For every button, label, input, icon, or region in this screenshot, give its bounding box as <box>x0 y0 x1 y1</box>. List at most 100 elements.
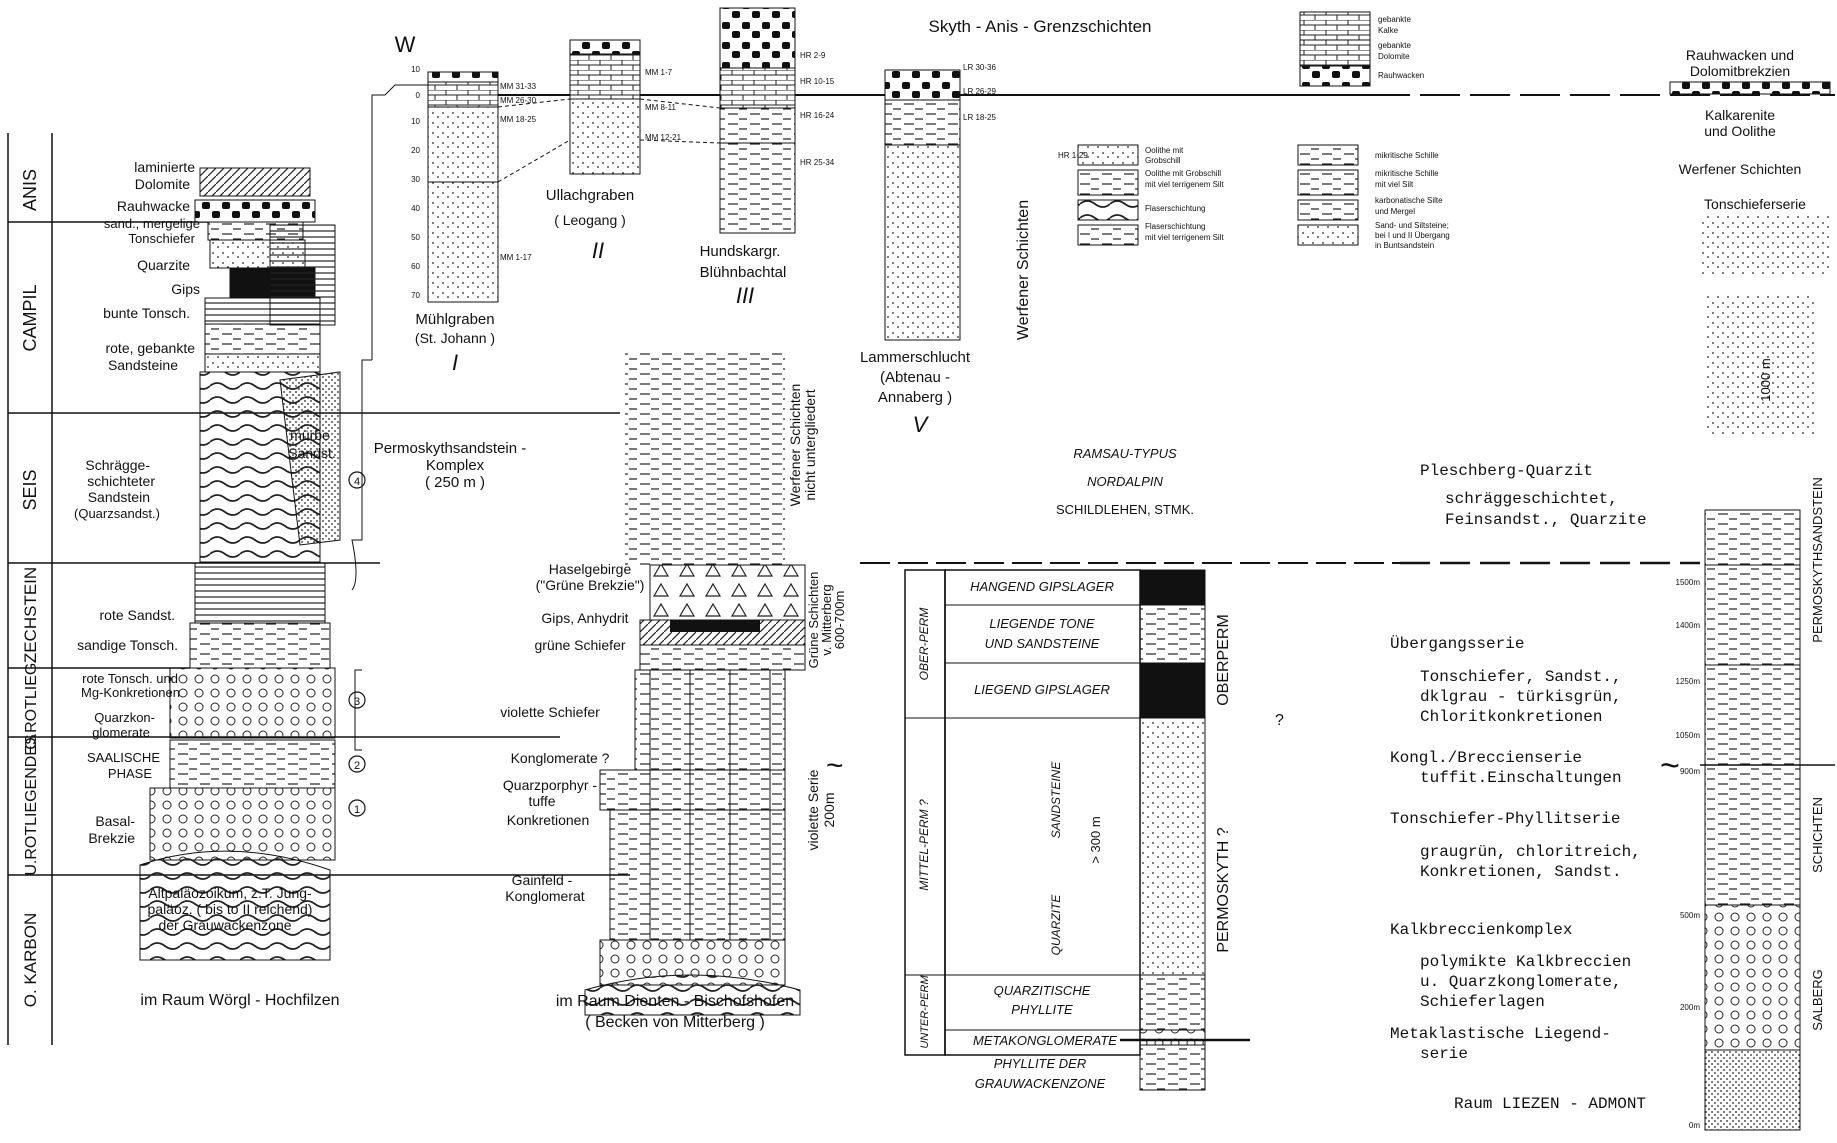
svg-text:HR 25-34: HR 25-34 <box>800 158 835 167</box>
woergl-label: Quarzkon- <box>94 710 155 725</box>
dienten-label: Gainfeld - <box>512 872 573 888</box>
woergl-label: Mg-Konkretionen <box>81 685 180 700</box>
dienten-caption: im Raum Dienten - Bischofshofen <box>556 993 794 1010</box>
svg-text:MM 18-25: MM 18-25 <box>500 115 537 124</box>
svg-text:LIEGENDE TONE: LIEGENDE TONE <box>989 616 1095 631</box>
side-label-gruene: v. Mitterberg <box>819 584 834 655</box>
legend-label: Flaserschichtung <box>1145 222 1205 231</box>
dienten-label: Konglomerate ? <box>511 750 610 766</box>
svg-text:0: 0 <box>416 91 421 100</box>
legend-label: gebankte <box>1378 15 1411 24</box>
legend-label: Grobschill <box>1145 156 1181 165</box>
svg-text:50: 50 <box>411 233 420 242</box>
liezen-desc: Metaklastische Liegend- <box>1390 1025 1611 1043</box>
dienten-label: Konkretionen <box>507 812 590 828</box>
ramsau-period: OBER-PERM <box>917 608 931 681</box>
liezen-section: Rauhwacken und Dolomitbrekzien Kalkareni… <box>1370 47 1835 1131</box>
liezen-side-label: SALBERG <box>1810 969 1825 1030</box>
depth-mark: 1050m <box>1676 731 1701 740</box>
legend-label: mit viel terrigenem Silt <box>1145 180 1224 189</box>
svg-text:MM 1-17: MM 1-17 <box>500 253 532 262</box>
stage-zechstein: ZECHSTEIN <box>21 567 40 663</box>
dienten-section: Permoskythsandstein - Komplex ( 250 m ) … <box>374 350 847 1031</box>
ramsau-title: SCHILDLEHEN, STMK. <box>1056 502 1194 517</box>
dienten-label: Konglomerat <box>505 888 584 904</box>
dienten-label: violette Schiefer <box>500 704 600 720</box>
woergl-label: rote Tonsch. und <box>82 671 178 686</box>
profile-location: Blühnbachtal <box>700 264 787 281</box>
side-label-werfener: Werfener Schichten <box>787 384 803 507</box>
woergl-label: (Quarzsandst.) <box>74 506 160 521</box>
liezen-desc: Feinsandst., Quarzite <box>1445 511 1647 529</box>
werfener-vertical-label: Werfener Schichten <box>1015 200 1032 340</box>
liezen-desc: Schieferlagen <box>1420 993 1545 1011</box>
liezen-desc: Chloritkonkretionen <box>1420 708 1602 726</box>
liezen-desc: Pleschberg-Quarzit <box>1420 462 1593 480</box>
woergl-label: rote, gebankte <box>105 340 195 356</box>
profile-number: I <box>452 350 458 375</box>
svg-text:10: 10 <box>411 65 420 74</box>
permo-label: Komplex <box>426 457 485 474</box>
woergl-label: der Grauwackenzone <box>158 917 291 933</box>
sequence-number: 1 <box>354 804 360 816</box>
permo-label: Permoskythsandstein - <box>374 440 527 457</box>
profile-location: ( Leogang ) <box>554 212 626 228</box>
svg-text:MM 12-21: MM 12-21 <box>645 133 682 142</box>
wavy-unconformity-symbol: ~ <box>1660 747 1680 785</box>
stage-anis: ANIS <box>20 169 40 211</box>
stage-o-rotlieg: O.ROTLIEG. <box>23 658 40 750</box>
woergl-label: Schrägge- <box>85 457 150 473</box>
stage-seis: SEIS <box>20 469 40 510</box>
depth-mark: 0m <box>1689 1121 1700 1130</box>
depth-scale: 10 0 10 20 30 40 50 60 70 <box>411 65 420 300</box>
ramsau-period: MITTEL-PERM ? <box>917 799 931 891</box>
legend-label: mikritische Schille <box>1375 169 1439 178</box>
woergl-label: schichteter <box>87 473 155 489</box>
stage-o-karbon: O. KARBON <box>21 913 40 1007</box>
svg-text:40: 40 <box>411 204 420 213</box>
dienten-label: ("Grüne Brekzie") <box>536 577 645 593</box>
svg-text:METAKONGLOMERATE: METAKONGLOMERATE <box>973 1033 1117 1048</box>
ramsau-side-label: PERMOSKYTH ? <box>1215 827 1232 952</box>
liezen-desc: Kongl./Breccienserie <box>1390 749 1582 767</box>
ramsau-side-label: OBERPERM <box>1215 614 1232 706</box>
liezen-top-label: und Oolithe <box>1704 123 1776 139</box>
profile-name: Lammerschlucht <box>860 349 971 366</box>
liezen-desc: schräggeschichtet, <box>1445 490 1618 508</box>
profile-location: (Abtenau - <box>880 369 950 386</box>
legend: gebankte Kalke gebankte Dolomite Rauhwac… <box>1077 11 1450 250</box>
woergl-label: Brekzie <box>88 830 135 846</box>
woergl-label: Altpaläozoikum, z.T. Jung- <box>148 885 312 901</box>
svg-text:> 300 m: > 300 m <box>1088 816 1103 863</box>
liezen-desc: u. Quarzkonglomerate, <box>1420 973 1622 991</box>
svg-text:HR 2-9: HR 2-9 <box>800 51 826 60</box>
depth-mark: 500m <box>1680 911 1700 920</box>
profile-location: (St. Johann ) <box>415 330 495 346</box>
liezen-desc: Tonschiefer-Phyllitserie <box>1390 810 1620 828</box>
legend-label: bei I und II Übergang <box>1375 231 1450 240</box>
dienten-caption: ( Becken von Mitterberg ) <box>585 1014 765 1031</box>
legend-label: mit viel Silt <box>1375 180 1414 189</box>
liezen-desc: Tonschiefer, Sandst., <box>1420 668 1622 686</box>
ramsau-title: NORDALPIN <box>1087 474 1163 489</box>
legend-label: und Mergel <box>1375 207 1415 216</box>
stage-u-rotliegendes: U.ROTLIEGENDES <box>23 734 40 875</box>
svg-text:60: 60 <box>411 262 420 271</box>
svg-text:HR 16-24: HR 16-24 <box>800 111 835 120</box>
liezen-top-label: Werfener Schichten <box>1679 161 1802 177</box>
profile-number: III <box>736 283 754 308</box>
svg-text:SANDSTEINE: SANDSTEINE <box>1049 761 1063 839</box>
depth-mark: 1400m <box>1676 621 1701 630</box>
profiles-section: Skyth - Anis - Grenzschichten W 10 0 10 … <box>371 7 1390 437</box>
side-label-werfener: nicht untergliedert <box>802 389 818 500</box>
sequence-number: 2 <box>354 760 360 772</box>
woergl-label: glomerate <box>92 725 150 740</box>
liezen-top-label: Tonschieferserie <box>1704 196 1806 212</box>
liezen-top-label: Rauhwacken und <box>1686 47 1794 63</box>
woergl-label: Sandst. <box>288 445 335 461</box>
woergl-label: laminierte <box>134 159 195 175</box>
svg-text:LIEGEND GIPSLAGER: LIEGEND GIPSLAGER <box>974 682 1110 697</box>
side-label-violette: 200m <box>821 792 837 827</box>
woergl-label: SAALISCHE <box>87 750 160 765</box>
